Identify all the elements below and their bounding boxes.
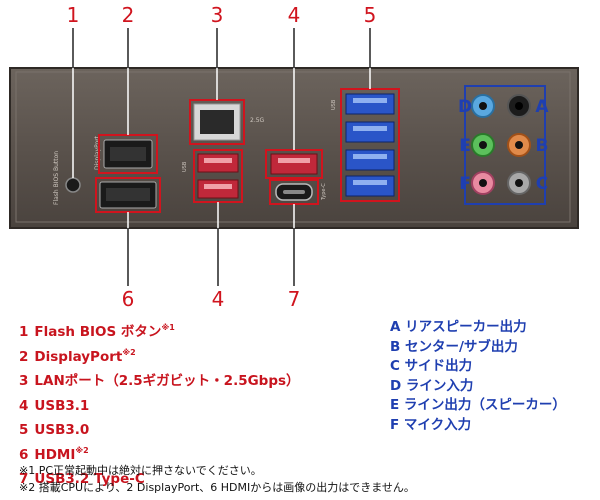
usb31-port-single-tongue <box>278 158 310 163</box>
audio-jack-f-hole <box>479 179 487 187</box>
callout-number-5: 5 <box>364 3 377 27</box>
audio-letter-f: F <box>459 174 471 194</box>
legend-num: 5 <box>19 422 29 438</box>
footnotes: ※1 PC正常起動中は絶対に押さないでください。 ※2 搭載CPUにより、2 D… <box>19 462 415 496</box>
legend-item-1: 1 Flash BIOS ボタン※1 <box>19 318 300 343</box>
legend-text: LANポート（2.5ギガビット・2.5Gbps） <box>34 373 300 389</box>
legend-item-2: 2 DisplayPort※2 <box>19 343 300 368</box>
footnote-2: ※2 搭載CPUにより、2 DisplayPort、6 HDMIからは画像の出力… <box>19 481 415 494</box>
audio-letter-e: E <box>459 136 471 156</box>
legend-audio-a: A リアスピーカー出力 <box>390 319 527 335</box>
legend-sup: ※2 <box>122 347 136 357</box>
usb30-port-3[interactable] <box>345 149 395 171</box>
typec-tongue <box>283 190 305 194</box>
usb30-port-1-tongue <box>353 98 387 103</box>
callout-lines-outer <box>72 28 371 286</box>
legend-audio-d: D ライン入力 <box>390 377 474 394</box>
flash-bios-panel-label: Flash BIOS Button <box>53 151 60 205</box>
usb31-port-bottom-tongue <box>204 184 232 189</box>
usb-panel-label-left: USB <box>331 99 337 110</box>
legend-sup: ※1 <box>161 323 175 332</box>
audio-letter-a: A <box>535 97 549 117</box>
legend-num: 4 <box>19 397 29 414</box>
hdmi-inner <box>106 188 150 201</box>
displayport-inner <box>110 147 146 161</box>
legend-text: USB3.0 <box>34 422 90 438</box>
legend-audio-f: F マイク入力 <box>390 416 472 433</box>
legend-item-7: 7 USB3.2 Type-C <box>19 465 300 490</box>
legend-text: USB3.2 Type-C <box>34 471 145 487</box>
legend-num: 6 <box>19 446 29 463</box>
usb30-ports <box>345 93 395 197</box>
typec-panel-label: Type-C <box>321 183 327 201</box>
audio-letter-d: D <box>458 97 472 117</box>
audio-jacks <box>471 94 531 195</box>
callout-number-6: 6 <box>122 287 135 311</box>
legend-text: DisplayPort <box>34 348 123 365</box>
legend-audio-c: C サイド出力 <box>390 358 473 374</box>
highlight-box-audio <box>464 85 546 205</box>
usb30-port-3-tongue <box>353 154 387 159</box>
legend-audio-e: E ライン出力（スピーカー） <box>390 397 566 413</box>
io-shield-bevel <box>15 71 571 223</box>
legend-sup: ※2 <box>75 445 89 455</box>
legend-audio: A リアスピーカー出力 B センター/サブ出力 C サイド出力 D ライン入力 … <box>390 318 566 435</box>
legend-item-5: 5 USB3.0 <box>19 416 300 441</box>
usb31-port-top-tongue <box>204 158 232 163</box>
usb-panel-label-red: USB <box>182 161 188 172</box>
audio-jack-d-hole <box>479 102 487 110</box>
audio-letter-c: C <box>536 174 548 194</box>
audio-jack-a-hole <box>515 102 523 110</box>
legend-text: USB3.1 <box>34 397 90 414</box>
legend-item-3: 3 LANポート（2.5ギガビット・2.5Gbps） <box>19 367 300 392</box>
legend-audio-b: B センター/サブ出力 <box>390 338 518 355</box>
legend-item-6: 6 HDMI※2 <box>19 441 300 466</box>
displayport-panel-label: DisplayPort <box>94 135 101 170</box>
callout-number-1: 1 <box>67 3 80 27</box>
callout-numbers: 1 2 3 4 5 6 4 7 <box>67 3 377 311</box>
flash-bios-button[interactable] <box>65 177 81 193</box>
usb30-port-2-tongue <box>353 126 387 131</box>
usb30-port-2[interactable] <box>345 121 395 143</box>
usb30-port-1[interactable] <box>345 93 395 115</box>
io-panel-diagram: Flash BIOS Button DisplayPort 2.5G Type-… <box>9 3 579 311</box>
callout-number-4-top: 4 <box>288 3 301 27</box>
callout-number-2: 2 <box>122 3 135 27</box>
legend-item-4: 4 USB3.1 <box>19 392 300 417</box>
audio-letters: A B C D E F <box>458 97 549 194</box>
lan-jack <box>200 110 234 134</box>
legend-num: 1 <box>19 324 29 340</box>
usb30-port-4-tongue <box>353 180 387 185</box>
callout-number-4-bottom: 4 <box>212 287 225 311</box>
legend-num: 3 <box>19 373 29 389</box>
footnote-1: ※1 PC正常起動中は絶対に押さないでください。 <box>19 464 262 477</box>
legend-num: 7 <box>19 471 29 487</box>
lan-panel-label: 2.5G <box>250 117 265 124</box>
legend-text: HDMI <box>34 446 76 463</box>
usb30-port-4[interactable] <box>345 175 395 197</box>
audio-jack-c-hole <box>515 179 523 187</box>
audio-letter-b: B <box>536 136 549 156</box>
callout-number-7: 7 <box>288 287 301 311</box>
legend-num: 2 <box>19 348 29 365</box>
usb31-port-single[interactable] <box>270 153 318 175</box>
audio-jack-b-hole <box>515 141 523 149</box>
callout-number-3: 3 <box>211 3 224 27</box>
legend-text: Flash BIOS ボタン <box>34 324 162 340</box>
audio-jack-e-hole <box>479 141 487 149</box>
